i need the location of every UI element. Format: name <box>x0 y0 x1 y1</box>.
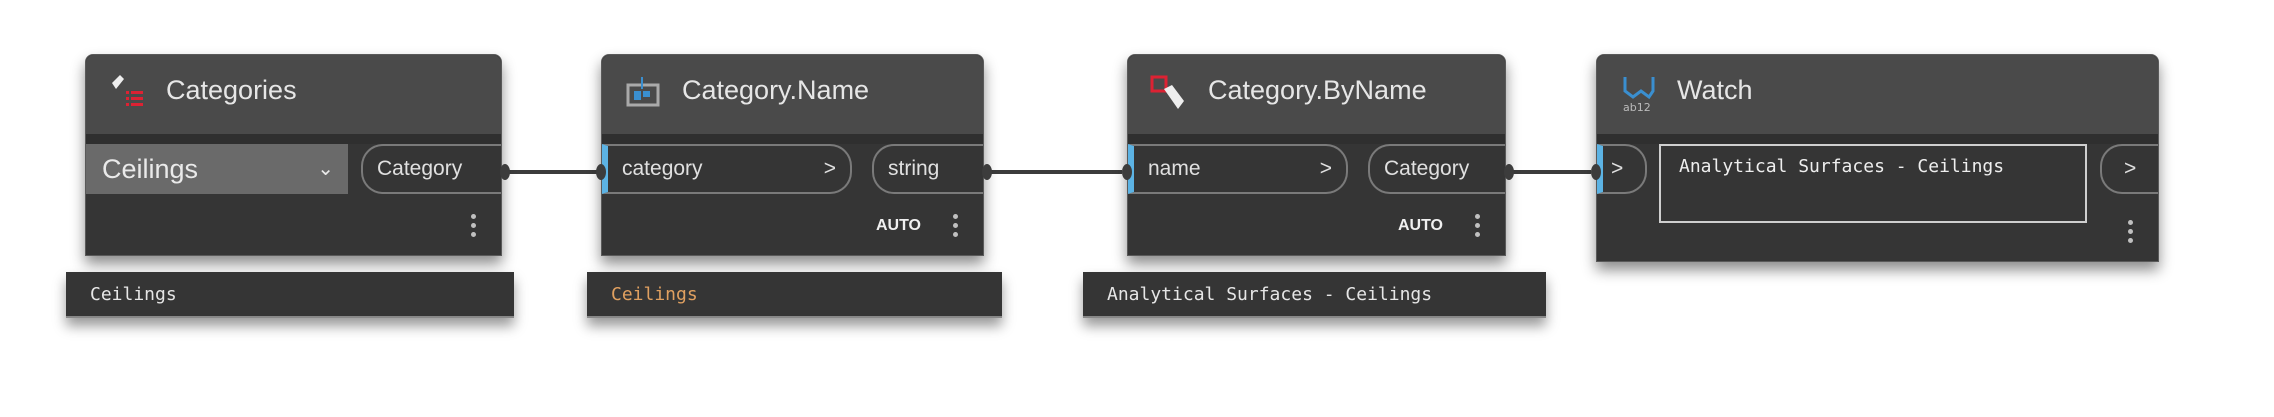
output-connector[interactable] <box>1504 164 1514 180</box>
more-options-icon[interactable] <box>2128 216 2134 247</box>
node-categories[interactable]: Categories Ceilings ⌄ Category <box>85 54 502 256</box>
wire-categories-to-name[interactable] <box>505 170 600 174</box>
more-options-icon[interactable] <box>953 210 959 241</box>
node-title: Category.Name <box>682 75 870 105</box>
input-port-name[interactable]: name > <box>1128 144 1348 194</box>
node-header <box>1128 55 1505 144</box>
lacing-indicator[interactable]: AUTO <box>1397 217 1443 234</box>
category-name-icon <box>626 77 660 107</box>
wire-name-to-byname[interactable] <box>987 170 1122 174</box>
node-header <box>86 55 501 144</box>
dropdown-value: Ceilings <box>102 154 199 184</box>
node-category-name[interactable]: Category.Name category > string AUTO <box>601 54 984 256</box>
svg-text:ab12: ab12 <box>1623 101 1651 113</box>
port-label: category <box>622 157 703 180</box>
node-title: Categories <box>166 75 297 105</box>
category-dropdown[interactable]: Ceilings ⌄ <box>86 144 348 194</box>
node-title: Category.ByName <box>1208 75 1427 105</box>
output-connector[interactable] <box>500 164 510 180</box>
preview-bubble-categories: Ceilings <box>66 272 514 318</box>
preview-bubble-category-name: Ceilings <box>587 272 1002 318</box>
input-connector[interactable] <box>596 164 606 180</box>
chevron-down-icon: ⌄ <box>317 158 334 180</box>
node-watch[interactable]: ab12 Watch > Analytical Surfaces - Ceili… <box>1596 54 2159 262</box>
output-port-category[interactable]: Category <box>1368 144 1505 194</box>
chevron-right-icon: > <box>823 157 836 180</box>
node-header <box>602 55 983 144</box>
more-options-icon[interactable] <box>471 210 477 241</box>
category-list-icon <box>112 75 143 106</box>
output-connector[interactable] <box>982 164 992 180</box>
output-port-string[interactable]: string <box>872 144 983 194</box>
input-port-category[interactable]: category > <box>602 144 852 194</box>
lacing-indicator[interactable]: AUTO <box>875 217 921 234</box>
watch-icon: ab12 <box>1623 77 1655 113</box>
wire-byname-to-watch[interactable] <box>1505 170 1591 174</box>
chevron-right-icon: > <box>1319 157 1332 180</box>
port-label: name <box>1148 157 1201 180</box>
node-category-byname[interactable]: Category.ByName name > Category AUTO <box>1127 54 1506 256</box>
category-byname-icon <box>1150 75 1184 109</box>
more-options-icon[interactable] <box>1475 210 1481 241</box>
node-header <box>1597 55 2158 144</box>
input-port[interactable]: > <box>1597 144 1647 194</box>
preview-bubble-category-byname: Analytical Surfaces - Ceilings <box>1083 272 1546 318</box>
output-port[interactable]: > <box>2100 144 2158 194</box>
watch-value-display: Analytical Surfaces - Ceilings <box>1659 144 2087 223</box>
output-port-category[interactable]: Category <box>361 144 501 194</box>
input-connector[interactable] <box>1122 164 1132 180</box>
input-connector[interactable] <box>1591 164 1601 180</box>
node-title: Watch <box>1677 75 1753 105</box>
